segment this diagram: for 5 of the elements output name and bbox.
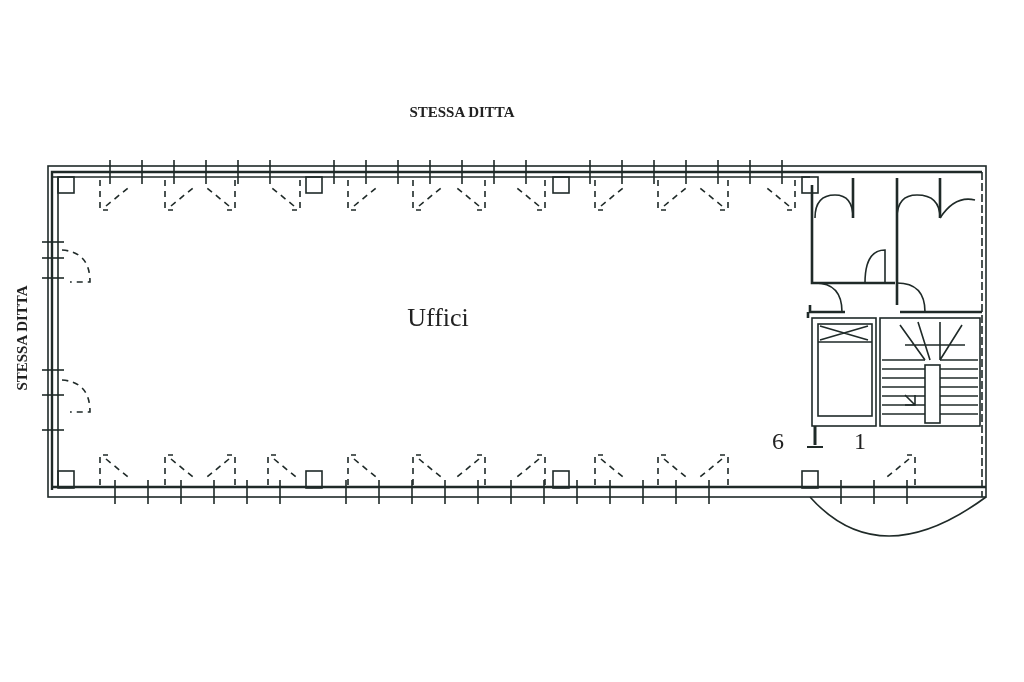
neighbour-label: STESSA DITTA: [14, 285, 30, 391]
neighbour-label: STESSA DITTA: [409, 104, 515, 120]
section-number: 6: [772, 429, 784, 453]
section-number: 1: [854, 429, 866, 453]
room-label: Uffici: [407, 305, 469, 331]
